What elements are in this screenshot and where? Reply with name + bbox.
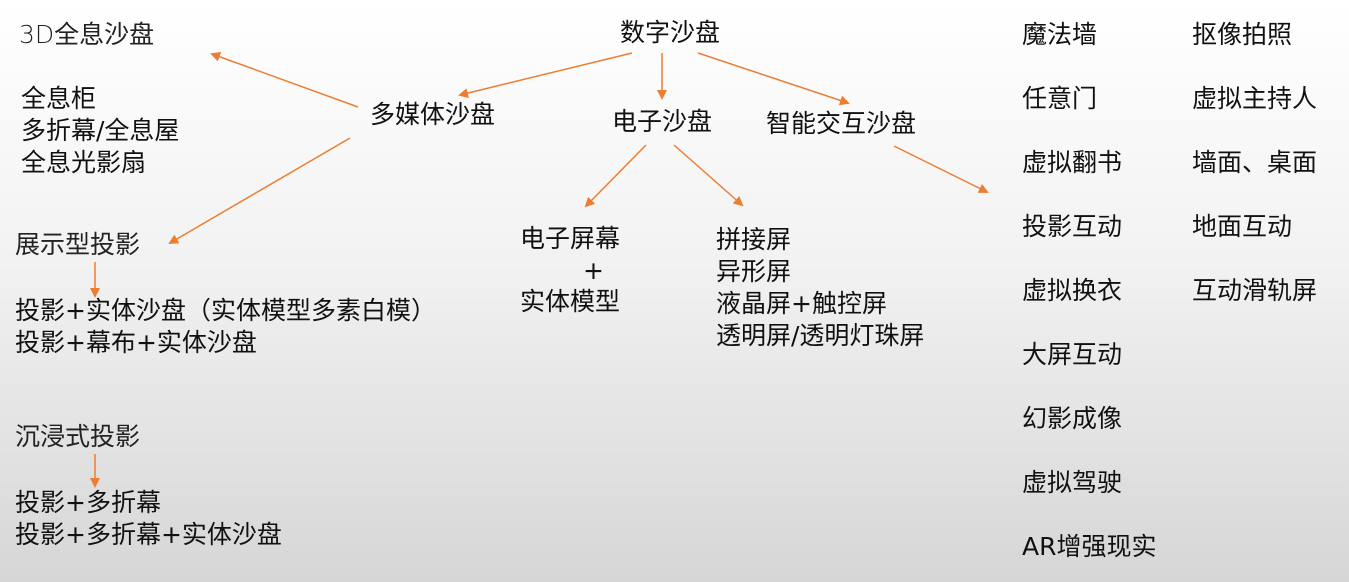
arrow-interactive-to-list (893, 145, 989, 193)
immersive-projection-items: 投影+多折幕 投影+多折幕+实体沙盘 (15, 488, 282, 549)
interactive-item: 投影互动 (1022, 212, 1123, 241)
root-node: 数字沙盘 (620, 18, 721, 47)
interactive-item: 魔法墙 (1022, 20, 1098, 49)
interactive-item: AR增强现实 (1022, 532, 1157, 561)
interactive-item: 虚拟翻书 (1022, 148, 1123, 177)
arrow-multimedia-to-display (168, 137, 351, 245)
interactive-item: 抠像拍照 (1192, 20, 1293, 49)
display-projection-items: 投影+实体沙盘（实体模型多素白模） 投影+幕布+实体沙盘 (15, 296, 436, 357)
interactive-item: 虚拟驾驶 (1022, 468, 1123, 497)
electronic-sandbox-node: 电子沙盘 (612, 107, 713, 136)
hologram-title: 3D全息沙盘 (19, 20, 155, 49)
arrow-root-to-multimedia (458, 52, 633, 98)
interactive-item: 大屏互动 (1022, 340, 1123, 369)
hologram-items: 全息柜 多折幕/全息屋 全息光影扇 (21, 84, 180, 177)
plus-sign: + (583, 256, 604, 285)
arrow-electronic-to-screens (673, 144, 744, 207)
immersive-projection-title: 沉浸式投影 (15, 422, 141, 451)
interactive-item: 墙面、桌面 (1192, 148, 1318, 177)
interactive-item: 地面互动 (1192, 212, 1293, 241)
arrow-electronic-to-screen (584, 144, 647, 208)
interactive-item: 幻影成像 (1022, 404, 1123, 433)
arrow-root-to-interactive (697, 52, 850, 106)
physical-model-label: 实体模型 (520, 287, 621, 316)
interactive-item: 任意门 (1022, 84, 1098, 113)
electronic-screen-label: 电子屏幕 (520, 224, 621, 253)
multimedia-sandbox-node: 多媒体沙盘 (370, 100, 496, 129)
display-projection-title: 展示型投影 (15, 230, 141, 259)
arrow-multimedia-to-hologram (210, 52, 359, 108)
interactive-item: 虚拟主持人 (1192, 84, 1318, 113)
screen-types-list: 拼接屏 异形屏 液晶屏+触控屏 透明屏/透明灯珠屏 (716, 225, 925, 350)
interactive-item: 互动滑轨屏 (1192, 276, 1318, 305)
interactive-sandbox-node: 智能交互沙盘 (766, 109, 917, 138)
interactive-item: 虚拟换衣 (1022, 276, 1123, 305)
